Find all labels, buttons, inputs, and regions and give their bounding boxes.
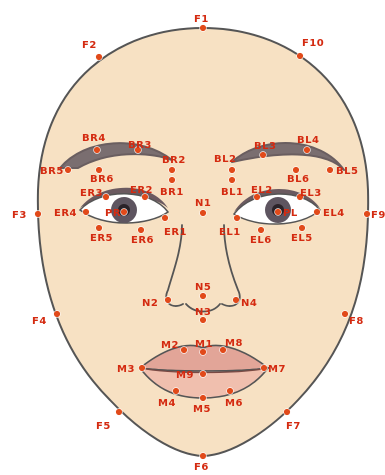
point-BR5 xyxy=(65,167,72,174)
point-M2 xyxy=(181,347,188,354)
label-M6: M6 xyxy=(225,398,243,409)
label-BL3: BL3 xyxy=(254,141,276,152)
label-M4: M4 xyxy=(158,398,176,409)
label-M3: M3 xyxy=(117,364,135,375)
label-ER4: ER4 xyxy=(54,208,77,219)
label-BR1: BR1 xyxy=(160,187,184,198)
label-F5: F5 xyxy=(96,421,111,432)
label-EL4: EL4 xyxy=(323,208,345,219)
point-N1 xyxy=(200,210,207,217)
point-EL4 xyxy=(314,209,321,216)
point-M4 xyxy=(173,388,180,395)
point-F1 xyxy=(200,25,207,32)
label-ER5: ER5 xyxy=(90,233,113,244)
label-EL2: EL2 xyxy=(251,185,273,196)
label-F2: F2 xyxy=(82,40,97,51)
label-M2: M2 xyxy=(161,340,179,351)
label-BL4: BL4 xyxy=(297,135,319,146)
label-F4: F4 xyxy=(32,316,47,327)
point-BR6 xyxy=(96,167,103,174)
point-N4 xyxy=(233,297,240,304)
label-N2: N2 xyxy=(142,298,158,309)
label-BL1: BL1 xyxy=(221,187,243,198)
point-F10 xyxy=(297,53,304,60)
label-BR2: BR2 xyxy=(162,155,186,166)
label-ER2: ER2 xyxy=(130,185,153,196)
point-M7 xyxy=(261,365,268,372)
point-F5 xyxy=(116,409,123,416)
point-F2 xyxy=(96,54,103,61)
point-N5 xyxy=(200,293,207,300)
label-ER6: ER6 xyxy=(131,235,154,246)
point-ER1 xyxy=(162,215,169,222)
point-BL6 xyxy=(293,167,300,174)
label-M9: M9 xyxy=(176,370,194,381)
point-EL1 xyxy=(234,215,241,222)
point-BR1 xyxy=(169,177,176,184)
point-PR xyxy=(121,209,128,216)
label-PR: PR xyxy=(105,208,121,219)
label-F9: F9 xyxy=(371,210,385,221)
point-F7 xyxy=(284,409,291,416)
label-PL: PL xyxy=(283,208,298,219)
label-BL6: BL6 xyxy=(287,174,309,185)
label-M1: M1 xyxy=(195,339,213,350)
point-BL4 xyxy=(304,147,311,154)
point-EL6 xyxy=(258,227,265,234)
label-F10: F10 xyxy=(302,38,324,49)
label-ER1: ER1 xyxy=(164,227,187,238)
point-M5 xyxy=(200,395,207,402)
label-BL2: BL2 xyxy=(214,154,236,165)
point-BR4 xyxy=(94,147,101,154)
label-F6: F6 xyxy=(194,462,209,473)
point-F3 xyxy=(35,211,42,218)
label-N1: N1 xyxy=(195,198,211,209)
label-N3: N3 xyxy=(195,307,211,318)
label-M8: M8 xyxy=(225,338,243,349)
point-F8 xyxy=(342,311,349,318)
label-BR6: BR6 xyxy=(90,174,114,185)
point-BL3 xyxy=(260,152,267,159)
label-M7: M7 xyxy=(268,364,286,375)
point-ER5 xyxy=(96,225,103,232)
label-ER3: ER3 xyxy=(80,188,103,199)
point-M3 xyxy=(139,365,146,372)
label-EL3: EL3 xyxy=(300,188,322,199)
label-BR3: BR3 xyxy=(128,140,152,151)
label-F1: F1 xyxy=(194,14,209,25)
label-F3: F3 xyxy=(12,210,27,221)
label-N5: N5 xyxy=(195,282,211,293)
point-ER3 xyxy=(103,194,110,201)
point-M9 xyxy=(200,371,207,378)
point-BL1 xyxy=(229,177,236,184)
point-BL5 xyxy=(327,167,334,174)
point-ER4 xyxy=(83,209,90,216)
label-BL5: BL5 xyxy=(336,166,358,177)
label-F8: F8 xyxy=(349,316,364,327)
label-F7: F7 xyxy=(286,421,301,432)
point-F6 xyxy=(200,453,207,460)
label-BR5: BR5 xyxy=(40,166,64,177)
point-EL5 xyxy=(299,225,306,232)
label-BR4: BR4 xyxy=(82,133,106,144)
label-EL6: EL6 xyxy=(250,235,272,246)
label-EL1: EL1 xyxy=(219,227,241,238)
point-N2 xyxy=(165,297,172,304)
point-F4 xyxy=(54,311,61,318)
label-N4: N4 xyxy=(241,298,257,309)
label-M5: M5 xyxy=(193,404,211,415)
point-M6 xyxy=(227,388,234,395)
point-BR2 xyxy=(169,167,176,174)
point-F9 xyxy=(364,211,371,218)
point-BL2 xyxy=(229,167,236,174)
point-PL xyxy=(275,209,282,216)
point-ER6 xyxy=(138,227,145,234)
label-EL5: EL5 xyxy=(291,233,313,244)
